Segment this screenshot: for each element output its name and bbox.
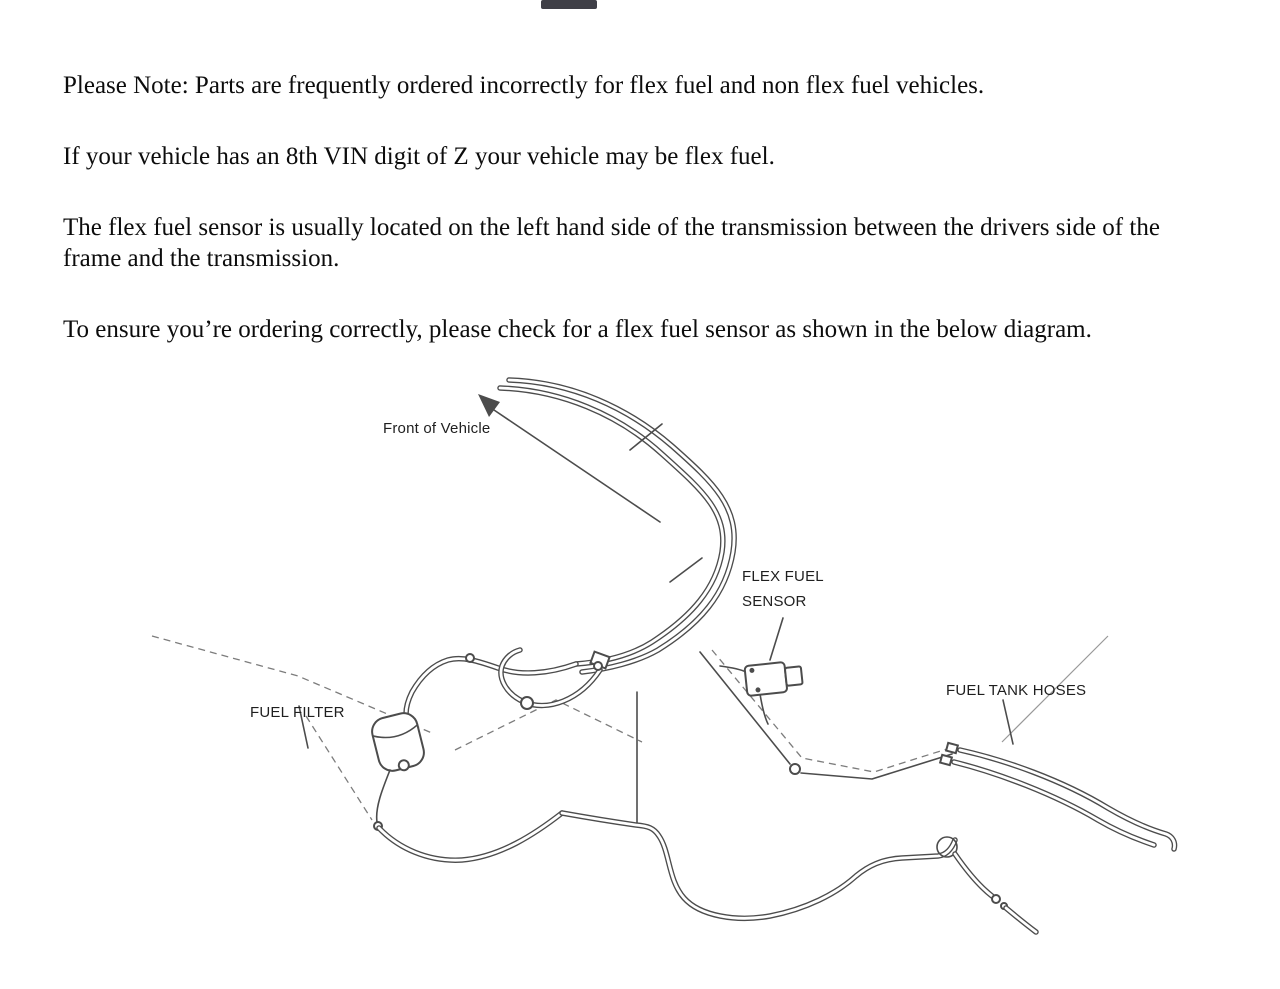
flex-fuel-sensor-shape [719,661,804,725]
fuel-system-diagram: Front of Vehicle FLEX FUEL SENSOR FUEL F… [0,370,1280,989]
thin-fuel-lines [298,617,1109,826]
frame-dashed-lines [151,635,951,821]
note-text-block: Please Note: Parts are frequently ordere… [63,70,1218,385]
note-paragraph-2: If your vehicle has an 8th VIN digit of … [63,143,775,170]
label-fuel-filter: FUEL FILTER [250,704,345,721]
hose-cluster [406,650,611,714]
lower-fuel-lines [379,813,1036,932]
fuel-tank-hoses-shape [938,741,1174,849]
cropped-top-artifact [541,0,597,9]
note-paragraph-3: The flex fuel sensor is usually located … [63,214,1160,272]
fuel-system-diagram-art [151,370,1280,989]
front-of-vehicle-arrow [478,394,661,523]
label-fuel-tank-hoses: FUEL TANK HOSES [946,682,1087,699]
label-flex-fuel-sensor-line2: SENSOR [742,593,807,610]
label-front-of-vehicle: Front of Vehicle [383,420,491,437]
note-paragraph-1: Please Note: Parts are frequently ordere… [63,72,985,99]
fuel-line-bundle [500,380,734,672]
note-paragraph-4: To ensure you’re ordering correctly, ple… [63,316,1092,343]
fuel-filter-shape [371,712,425,831]
label-flex-fuel-sensor-line1: FLEX FUEL [742,568,824,585]
